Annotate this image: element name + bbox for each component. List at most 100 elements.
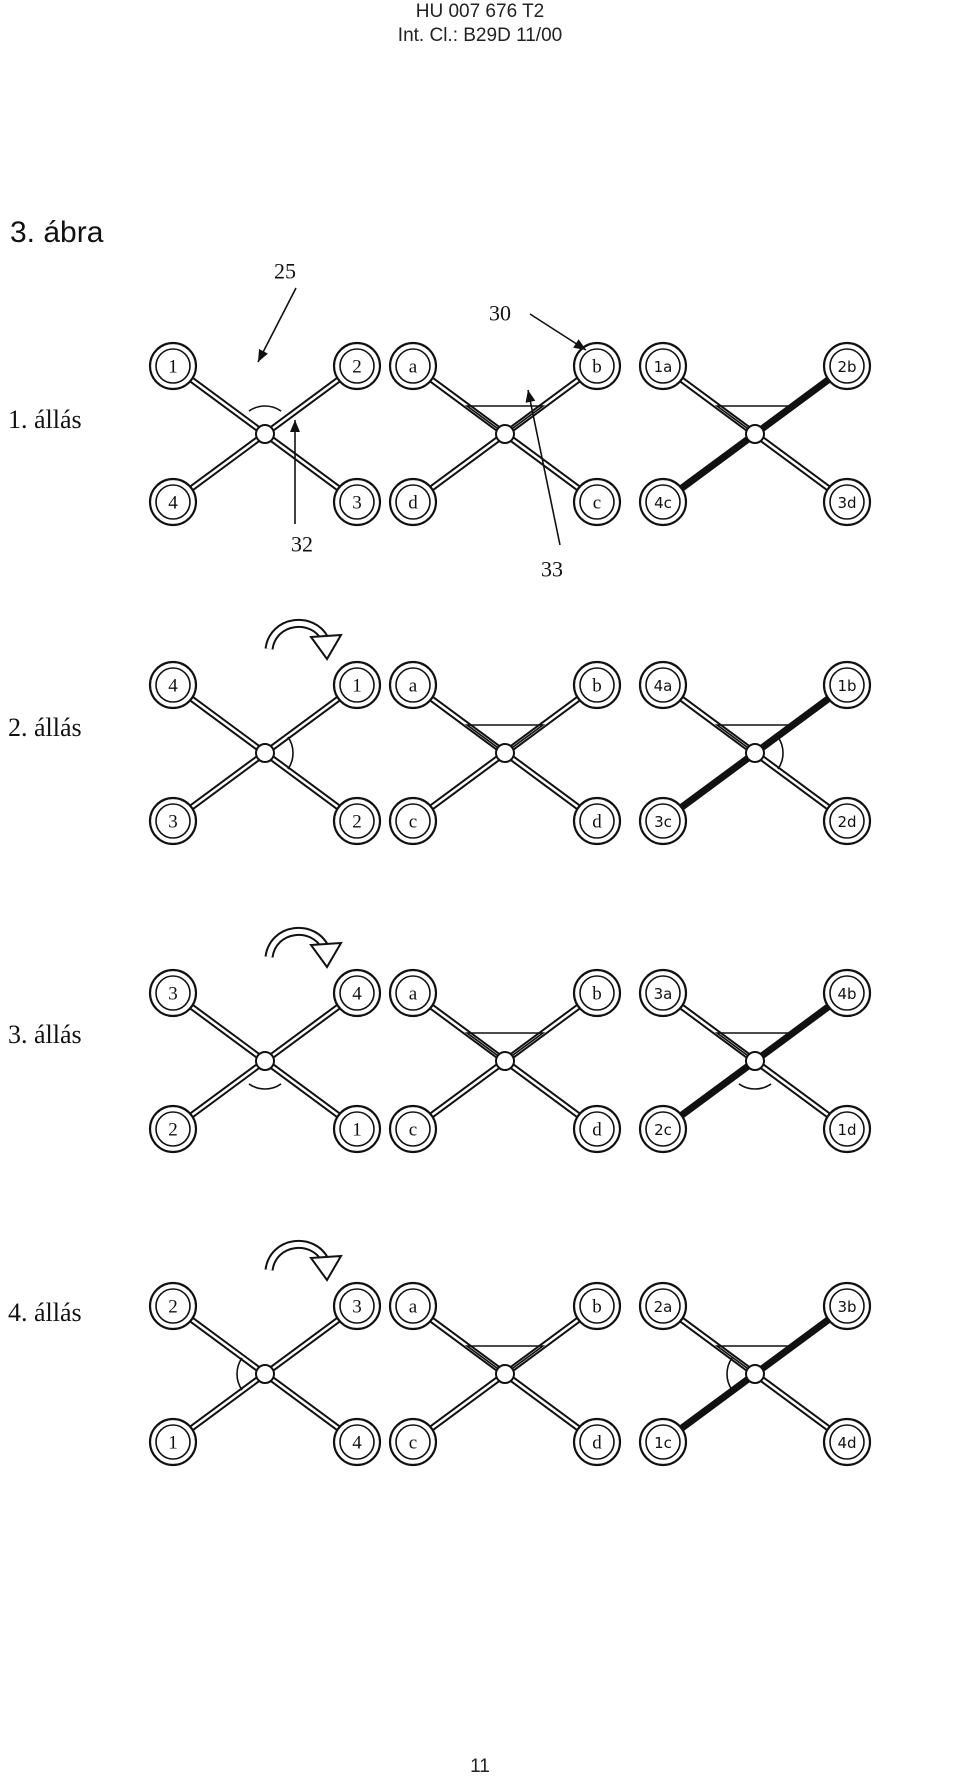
row4-rotation-arrow-head — [309, 1254, 343, 1282]
row2-middle-triangle — [464, 724, 546, 754]
row1-left-node-bottom-right-label: 3 — [352, 493, 362, 514]
ref-32-leader — [290, 420, 300, 524]
ref-numeral-33: 33 — [541, 557, 563, 582]
row1-middle-node-bottom-right-inner — [579, 484, 615, 520]
row4-left-hub — [255, 1364, 275, 1384]
row4-middle-triangle — [464, 1345, 546, 1375]
ref-numeral-25: 25 — [274, 259, 296, 284]
row1-right-triangle — [714, 405, 796, 435]
row2-right-angle-arc — [777, 736, 784, 770]
row2-right-node-top-left-label: 4a — [654, 677, 673, 695]
row2-middle-node-bottom-right-inner — [579, 803, 615, 839]
row3-right-triangle — [714, 1032, 796, 1062]
row4-middle-cross: a b d c — [388, 1281, 622, 1467]
ref-25-leader — [257, 287, 297, 363]
row4-middle-node-top-left-inner — [395, 1288, 431, 1324]
row2-middle-node-top-left-label: a — [409, 676, 418, 697]
row1-middle-triangle — [464, 405, 546, 435]
row4-rotation-arrow — [264, 1240, 343, 1282]
row3-left-node-bottom-left-label: 2 — [168, 1120, 178, 1141]
row4-middle-node-bottom-right-label: d — [592, 1433, 602, 1454]
ref-30-leader-head — [573, 339, 586, 350]
row4-left-node-top-right-label: 3 — [352, 1297, 362, 1318]
row1-right-hub — [745, 424, 765, 444]
row2-middle-node-top-left-inner — [395, 667, 431, 703]
ref-33-leader-head — [525, 390, 536, 403]
row1-right-node-bottom-right-label: 3d — [837, 494, 856, 512]
row4-right-node-bottom-right-label: 4d — [837, 1434, 856, 1452]
row3-middle-triangle — [464, 1032, 546, 1062]
row4-middle-node-top-left-label: a — [409, 1297, 418, 1318]
row3-left-node-top-right-label: 4 — [352, 984, 362, 1005]
row1-middle-node-bottom-right-label: c — [593, 493, 601, 514]
row2-middle-node-bottom-left-label: c — [409, 812, 417, 833]
row3-rotation-arrow-body-fill — [266, 929, 328, 958]
row1-left-node-top-right-label: 2 — [352, 357, 362, 378]
row4-right-node-top-left-label: 2a — [654, 1298, 673, 1316]
row3-middle-cross: a b d c — [388, 968, 622, 1154]
row2-rotation-arrow-head — [309, 633, 343, 661]
row3-middle-node-top-left-label: a — [409, 984, 418, 1005]
row-label-1: 1. állás — [8, 405, 82, 434]
row2-left-hub — [255, 743, 275, 763]
row1-left-node-bottom-left-label: 4 — [168, 493, 178, 514]
ref-33-leader — [525, 389, 561, 546]
row2-left-angle-arc — [287, 736, 294, 770]
row3-right-hub — [745, 1051, 765, 1071]
row2-right-hub — [745, 743, 765, 763]
row3-middle-node-bottom-right-inner — [579, 1111, 615, 1147]
row4-right-node-bottom-right-inner — [829, 1424, 865, 1460]
row2-middle-node-top-right-inner — [579, 667, 615, 703]
row3-right-node-bottom-left-inner — [645, 1111, 681, 1147]
row4-middle-node-top-right-label: b — [592, 1297, 602, 1318]
row3-left-node-bottom-right-inner — [339, 1111, 375, 1147]
row4-right-node-bottom-left-label: 1c — [654, 1434, 672, 1452]
row4-left-node-top-right-inner — [339, 1288, 375, 1324]
row2-left-node-top-left-inner — [155, 667, 191, 703]
row2-right-node-bottom-right-label: 2d — [837, 813, 856, 831]
patent-number: HU 007 676 T2 — [415, 1, 545, 22]
row4-right-angle-arc — [726, 1357, 733, 1391]
row2-right-node-bottom-left-inner — [645, 803, 681, 839]
row3-middle-node-bottom-left-label: c — [409, 1120, 417, 1141]
row3-right-node-top-right-inner — [829, 975, 865, 1011]
row4-right-triangle — [714, 1345, 796, 1375]
row2-left-node-bottom-right-inner — [339, 803, 375, 839]
row3-right-node-bottom-left-label: 2c — [654, 1121, 672, 1139]
row2-left-node-bottom-left-label: 3 — [168, 812, 178, 833]
ref-25-leader-head — [258, 349, 268, 362]
row4-middle-node-bottom-left-inner — [395, 1424, 431, 1460]
row4-middle-node-bottom-left-label: c — [409, 1433, 417, 1454]
ref-numeral-32: 32 — [291, 532, 313, 557]
row3-left-node-bottom-left-inner — [155, 1111, 191, 1147]
row1-right-node-top-left-inner — [645, 348, 681, 384]
row2-rotation-arrow — [264, 619, 343, 661]
ref-32-leader-head — [290, 420, 300, 432]
row2-middle-node-top-right-label: b — [592, 676, 602, 697]
row1-left-node-top-left-inner — [155, 348, 191, 384]
row3-right-node-top-left-inner — [645, 975, 681, 1011]
row2-right-node-top-right-label: 1b — [837, 677, 856, 695]
row-label-3: 3. állás — [8, 1020, 82, 1049]
row3-left-hub — [255, 1051, 275, 1071]
row2-left-node-top-right-inner — [339, 667, 375, 703]
row4-right-node-top-right-label: 3b — [837, 1298, 856, 1316]
row2-rotation-arrow-body-fill — [266, 621, 328, 650]
row3-middle-node-bottom-right-label: d — [592, 1120, 602, 1141]
row3-middle-node-top-right-label: b — [592, 984, 602, 1005]
row3-left-node-top-left-label: 3 — [168, 984, 178, 1005]
row3-right-node-top-right-label: 4b — [837, 985, 856, 1003]
row1-right-node-top-left-label: 1a — [654, 358, 673, 376]
row1-left-node-top-right-inner — [339, 348, 375, 384]
row3-middle-node-top-right-inner — [579, 975, 615, 1011]
row4-left-node-bottom-left-inner — [155, 1424, 191, 1460]
row3-left-node-bottom-right-label: 1 — [352, 1120, 362, 1141]
row2-right-node-bottom-right-inner — [829, 803, 865, 839]
row1-left-angle-arc — [248, 405, 282, 412]
row1-middle-node-top-right-inner — [579, 348, 615, 384]
